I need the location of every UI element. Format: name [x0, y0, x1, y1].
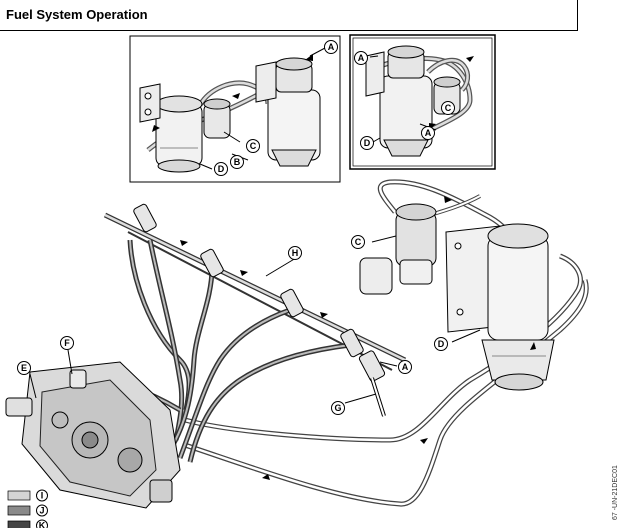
- legend: I J K: [7, 489, 48, 528]
- header-rule-vertical: [577, 0, 578, 31]
- callout-h: H: [292, 248, 299, 258]
- legend-label-j: J: [39, 506, 44, 516]
- callout-e: E: [21, 363, 27, 373]
- callout-a-inset1: A: [328, 42, 335, 52]
- callout-c-main: C: [355, 237, 362, 247]
- callout-labels: A C B D A C A D H C D A G F E: [17, 40, 455, 415]
- callout-d-inset1: D: [218, 164, 225, 174]
- legend-swatch-i: [7, 490, 31, 501]
- callout-g: G: [334, 403, 341, 413]
- legend-swatch-j: [7, 505, 31, 516]
- legend-label-i: I: [41, 491, 44, 501]
- legend-swatch-k: [7, 520, 31, 528]
- legend-label-k: K: [39, 521, 46, 528]
- callout-a-inset2: A: [358, 53, 365, 63]
- callout-b-inset1: B: [234, 157, 241, 167]
- header-rule: [0, 30, 578, 31]
- callout-a-main: A: [402, 362, 409, 372]
- callout-c-inset2: C: [445, 103, 452, 113]
- callout-c-inset1: C: [250, 141, 257, 151]
- figure-code: 67 -UN-21DEC01: [612, 465, 619, 520]
- inset-single-filter: [349, 34, 496, 170]
- callout-f: F: [64, 338, 70, 348]
- callout-d-main: D: [438, 339, 445, 349]
- callout-d-inset2: D: [364, 138, 371, 148]
- main-fuel-system: [5, 179, 589, 509]
- page-title: Fuel System Operation: [6, 7, 148, 22]
- callout-a2-inset2: A: [425, 128, 432, 138]
